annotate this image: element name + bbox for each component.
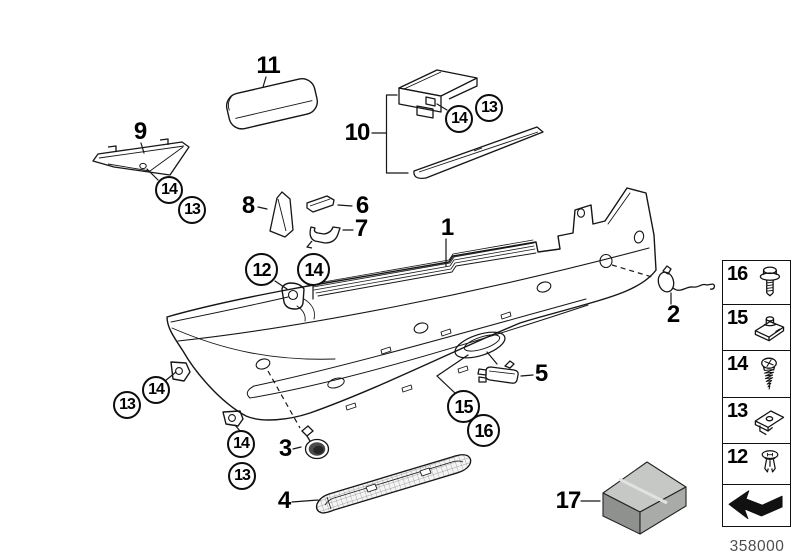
legend-cell-14: 14 — [723, 350, 790, 397]
callout-13-part10[interactable]: 13 — [475, 94, 503, 122]
pan-head-screw-icon — [761, 357, 777, 390]
part-label-9[interactable]: 9 — [133, 118, 147, 145]
part-label-8[interactable]: 8 — [241, 192, 255, 219]
legend-num-14: 14 — [727, 353, 748, 375]
part-8-wedge-drawing — [269, 191, 294, 238]
legend-num-13: 13 — [727, 400, 748, 422]
part-10-rail-drawing — [398, 69, 544, 179]
callout-16[interactable]: 16 — [467, 414, 500, 447]
part-7-clamp-drawing — [306, 226, 341, 249]
part-label-1[interactable]: 1 — [440, 214, 454, 241]
part-3-sensor-drawing — [301, 425, 330, 460]
hex-flange-bolt-icon — [759, 266, 781, 297]
direction-arrow-icon — [728, 490, 783, 520]
part-6-clip-drawing — [306, 195, 335, 213]
diagram-number: 358000 — [729, 538, 785, 555]
legend-cell-16: 16 — [723, 261, 790, 304]
callout-13-left[interactable]: 13 — [113, 391, 141, 419]
part-label-2[interactable]: 2 — [666, 301, 680, 328]
part-1-bumper-drawing — [166, 187, 657, 427]
clip-nut-plate-icon — [754, 410, 785, 436]
part-label-10[interactable]: 10 — [344, 119, 371, 146]
callout-14-part10[interactable]: 14 — [445, 105, 473, 133]
clip-nut-stud-icon — [754, 316, 785, 342]
callout-13-lower[interactable]: 13 — [228, 462, 256, 490]
legend-num-12: 12 — [727, 446, 748, 468]
part-label-3[interactable]: 3 — [278, 435, 292, 462]
legend-cell-12: 12 — [723, 443, 790, 484]
legend-num-15: 15 — [727, 307, 748, 329]
callout-14-upper[interactable]: 14 — [297, 253, 330, 286]
callout-14-left[interactable]: 14 — [142, 376, 170, 404]
part-label-4[interactable]: 4 — [277, 487, 291, 514]
legend-cell-15: 15 — [723, 304, 790, 350]
part-label-5[interactable]: 5 — [534, 360, 548, 387]
part-4-grille-drawing — [315, 454, 472, 514]
callout-12-upper[interactable]: 12 — [245, 253, 278, 286]
part-11-pad-drawing — [225, 78, 318, 130]
legend-cell-arrow — [723, 484, 790, 528]
part-9-bracket-drawing — [92, 138, 190, 176]
part-label-6[interactable]: 6 — [355, 192, 369, 219]
callout-14-part9[interactable]: 14 — [155, 176, 183, 204]
dashed-leader-lines — [267, 264, 653, 429]
callout-14-lower[interactable]: 14 — [227, 430, 255, 458]
legend-num-16: 16 — [727, 263, 748, 285]
part-2-cap-drawing — [657, 265, 716, 293]
callout-13-part9[interactable]: 13 — [178, 196, 206, 224]
part-17-kit-box-drawing — [602, 461, 687, 535]
leader-lines — [140, 76, 672, 503]
expanding-rivet-icon — [761, 450, 779, 473]
fastener-legend: 16 15 14 — [722, 260, 791, 527]
part-5-flap-drawing — [477, 360, 519, 384]
part-label-7[interactable]: 7 — [354, 215, 368, 242]
part-label-11[interactable]: 11 — [256, 52, 280, 79]
legend-cell-13: 13 — [723, 397, 790, 443]
part-label-17[interactable]: 17 — [555, 487, 582, 514]
